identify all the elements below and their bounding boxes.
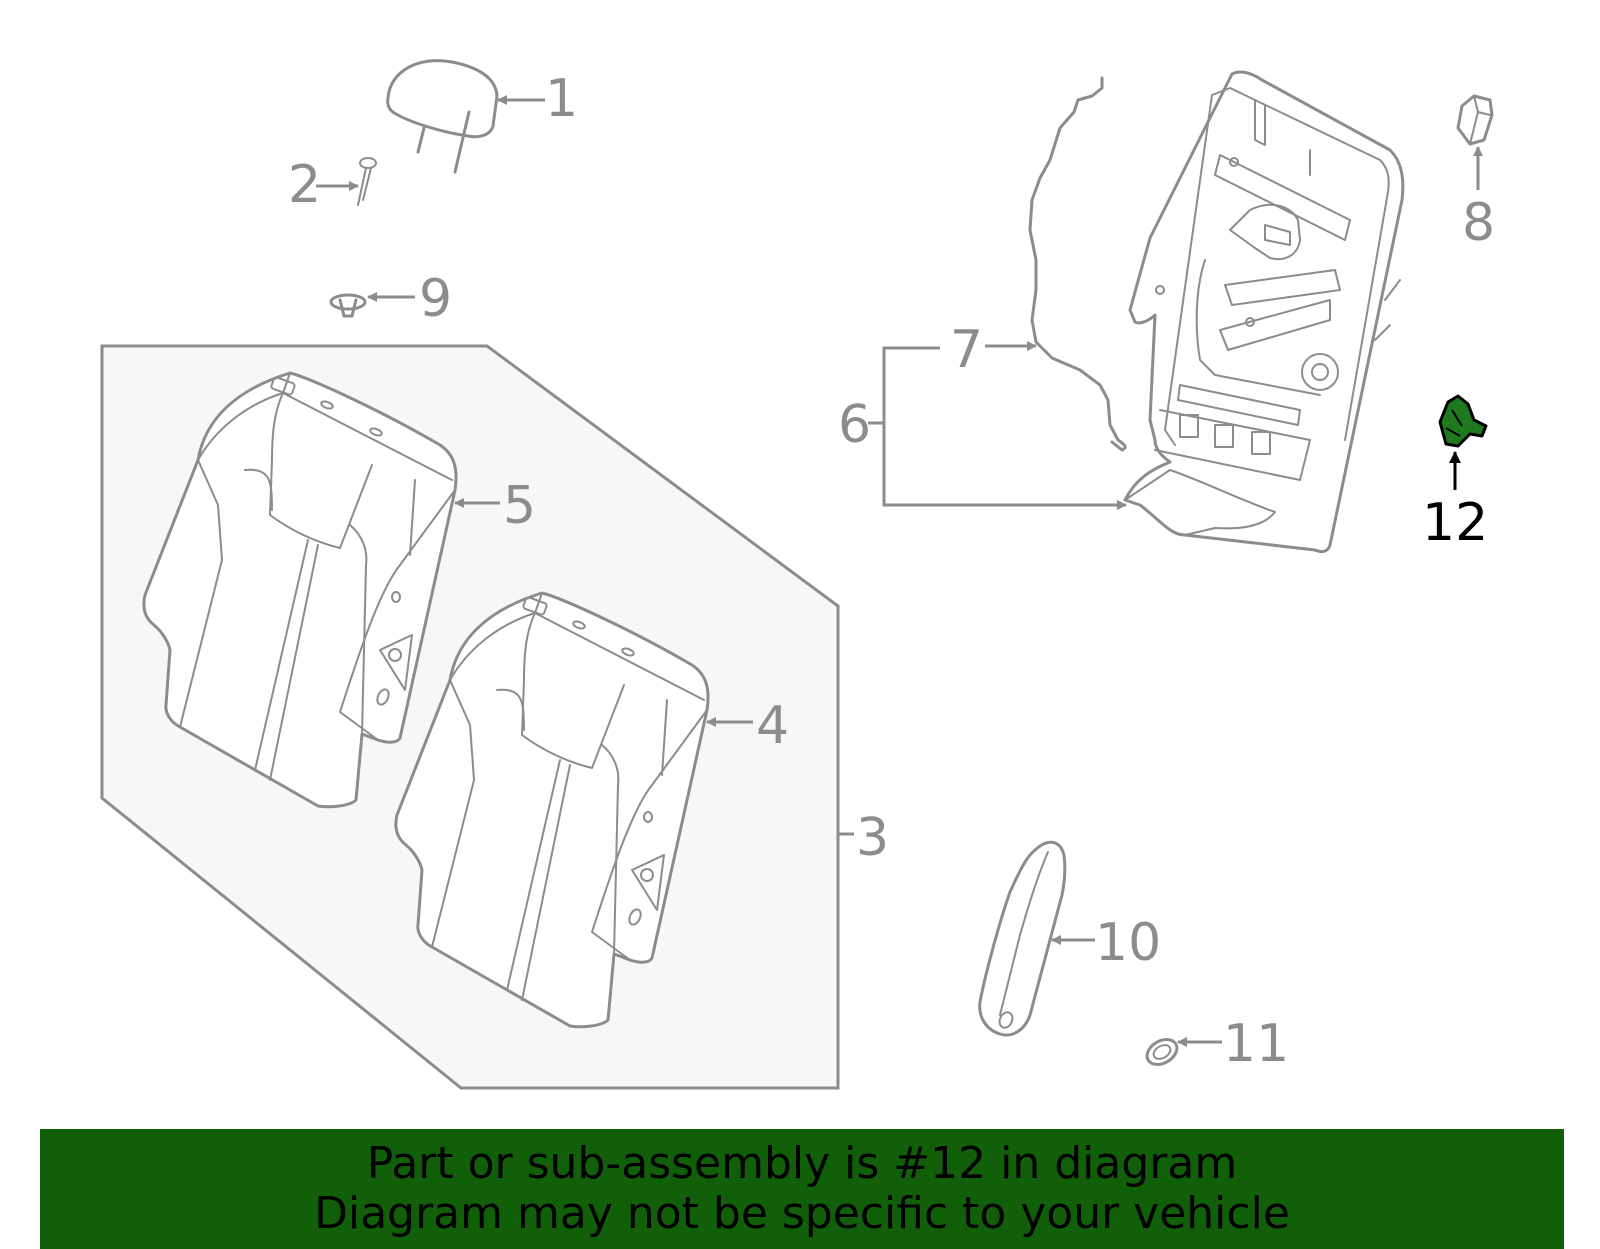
callout-9[interactable]: 9 [419, 269, 452, 329]
headrest-guide-part[interactable] [357, 157, 377, 206]
callout-1[interactable]: 1 [545, 69, 578, 129]
seat-back-cover-right-part[interactable] [394, 591, 710, 1029]
clip-upper-part[interactable] [1456, 94, 1494, 146]
ring-part[interactable] [1143, 1034, 1182, 1069]
callout-8[interactable]: 8 [1462, 193, 1495, 253]
cable-part[interactable] [1028, 76, 1127, 452]
callout-7[interactable]: 7 [950, 320, 983, 380]
banner-line-2: Diagram may not be specific to your vehi… [314, 1188, 1290, 1239]
highlighted-part-12[interactable] [1438, 394, 1488, 448]
callout-12[interactable]: 12 [1422, 493, 1488, 553]
seat-back-frame-part[interactable] [1123, 70, 1405, 554]
headrest-part[interactable] [386, 59, 499, 174]
info-banner: Part or sub-assembly is #12 in diagram D… [40, 1129, 1564, 1249]
callout-6[interactable]: 6 [838, 395, 871, 455]
leader-6-bracket [882, 346, 1127, 510]
seat-back-cover-left-part[interactable] [142, 371, 458, 809]
callout-3[interactable]: 3 [856, 808, 889, 868]
armrest-part[interactable] [978, 840, 1067, 1037]
callout-11[interactable]: 11 [1223, 1014, 1289, 1074]
clip-part[interactable] [329, 293, 367, 318]
callout-10[interactable]: 10 [1095, 913, 1161, 973]
callout-4[interactable]: 4 [756, 696, 789, 756]
banner-line-1: Part or sub-assembly is #12 in diagram [366, 1138, 1238, 1189]
callout-5[interactable]: 5 [503, 476, 536, 536]
callout-2[interactable]: 2 [288, 155, 321, 215]
